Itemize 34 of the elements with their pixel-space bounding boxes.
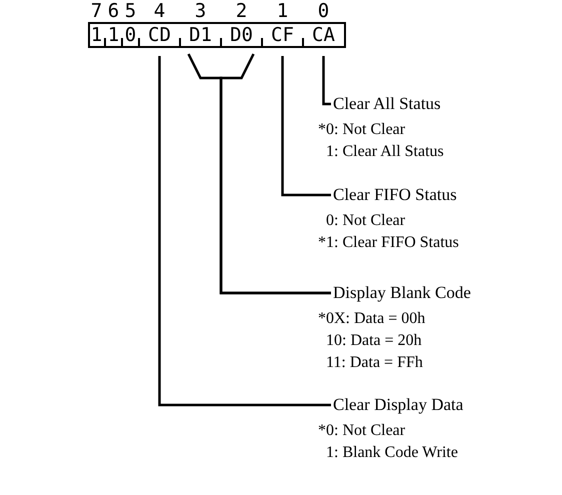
bit-number: 5	[124, 1, 138, 21]
bit-value-note: 1: Clear All Status	[326, 142, 444, 162]
bit-field: D1	[180, 24, 221, 46]
bit-field: CF	[262, 24, 303, 46]
field-description: Clear All Status	[333, 94, 441, 114]
bit-number: 7	[90, 1, 104, 21]
register-box	[88, 22, 346, 48]
bit-number: 6	[106, 1, 120, 21]
bit-value-note: *1: Clear FIFO Status	[318, 233, 459, 253]
bit-field: CA	[303, 24, 344, 46]
leader-line	[281, 56, 331, 196]
field-description: Clear FIFO Status	[333, 185, 457, 205]
bit-field: D0	[221, 24, 262, 46]
field-description: Display Blank Code	[333, 283, 471, 303]
bit-value-note: *0X: Data = 00h	[318, 309, 426, 329]
bit-field: CD	[139, 24, 180, 46]
bit-number: 0	[316, 1, 330, 21]
bit-value-note: *0: Not Clear	[318, 421, 406, 441]
bit-field: 1	[88, 24, 105, 46]
bit-number: 1	[276, 1, 290, 21]
field-description: Clear Display Data	[333, 395, 464, 415]
bit-value-note: 11: Data = FFh	[326, 353, 423, 373]
bit-number: 4	[152, 1, 166, 21]
bit-value-note: 0: Not Clear	[326, 211, 406, 231]
bit-value-note: 1: Blank Code Write	[326, 443, 458, 463]
bit-field: 0	[122, 24, 139, 46]
leader-line	[158, 56, 331, 406]
bit-value-note: 10: Data = 20h	[326, 331, 422, 351]
bit-value-note: *0: Not Clear	[318, 120, 406, 140]
bit-number: 2	[234, 1, 248, 21]
bit-field: 1	[105, 24, 122, 46]
bit-number: 3	[194, 1, 208, 21]
leader-line	[322, 56, 331, 106]
leader-line	[220, 53, 331, 294]
